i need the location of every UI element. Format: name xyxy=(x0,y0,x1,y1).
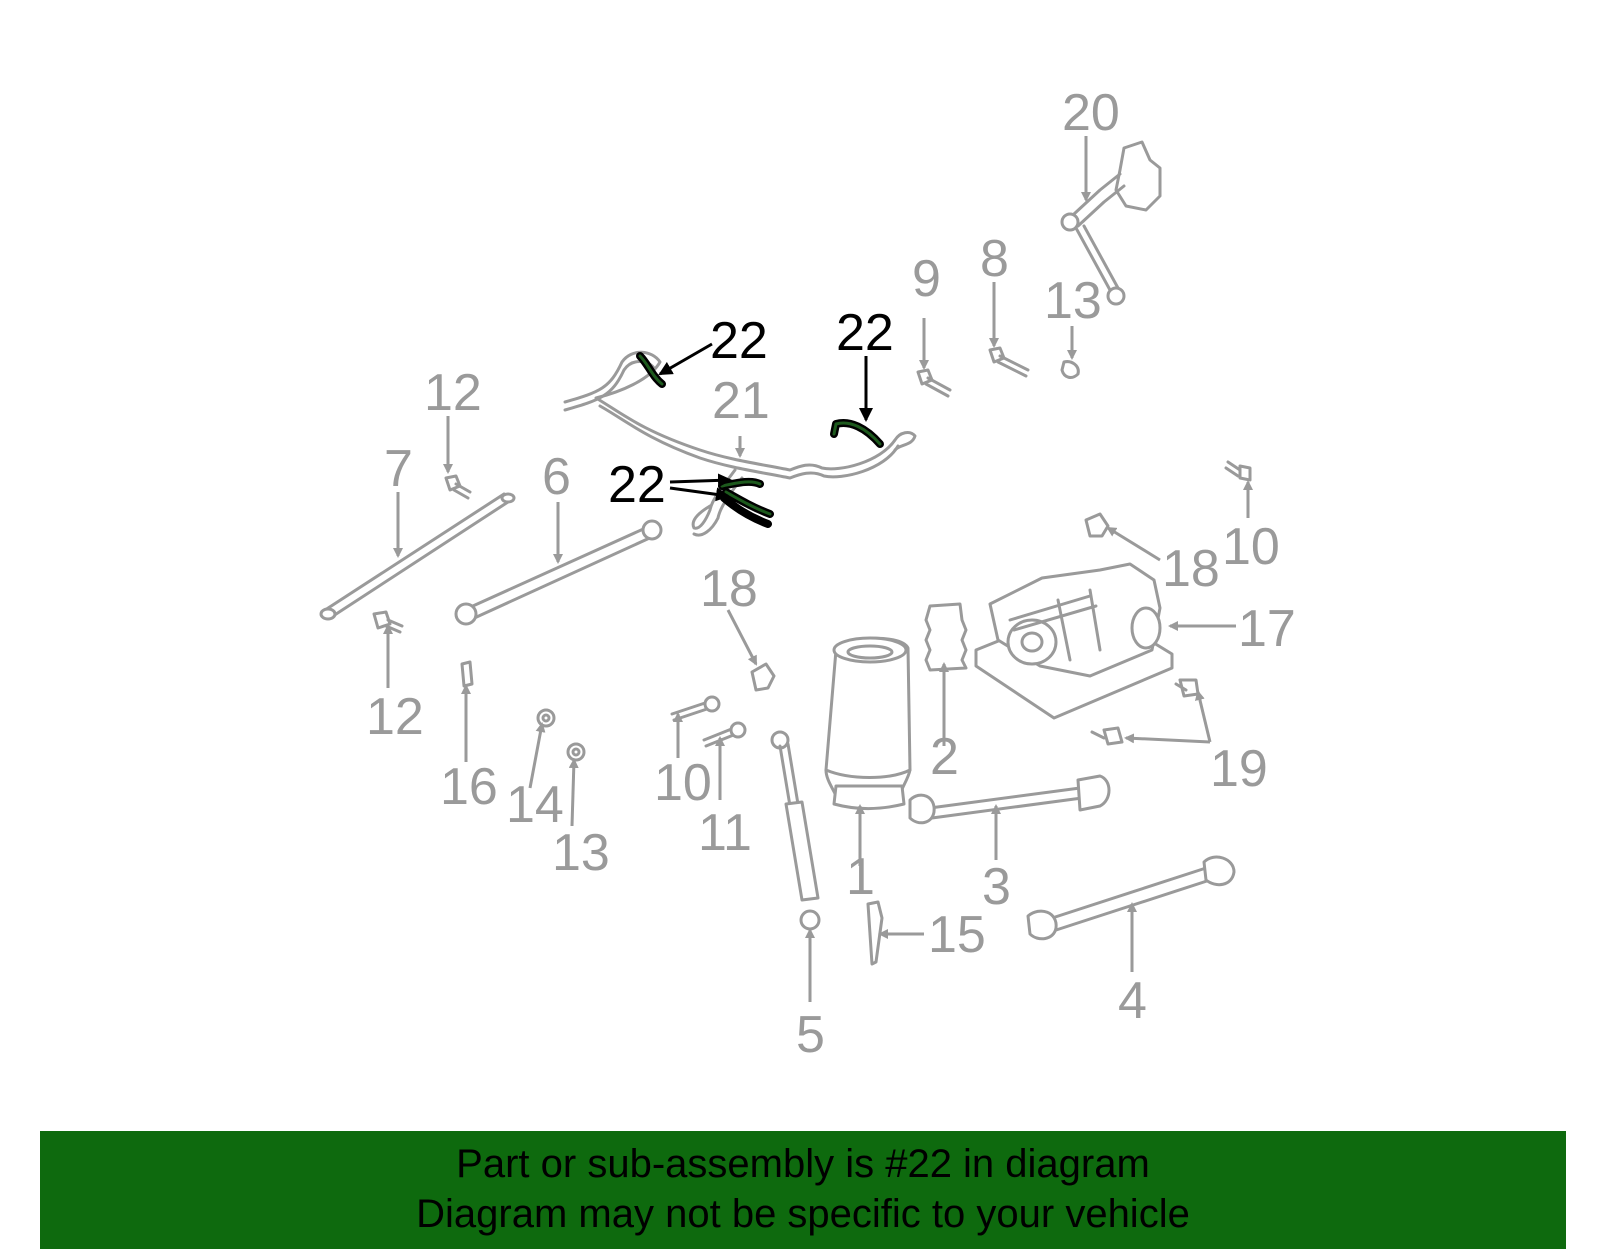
callout-18-upper: 18 xyxy=(1162,540,1220,598)
callout-17: 17 xyxy=(1238,600,1296,658)
callout-19: 19 xyxy=(1210,740,1268,798)
parts-diagram: 20 8 9 13 22 22 21 12 7 6 22 10 18 18 17… xyxy=(319,84,1296,1064)
clip-15 xyxy=(866,900,884,966)
callout-22-c[interactable]: 22 xyxy=(608,456,666,514)
callout-10-right: 10 xyxy=(1222,518,1280,576)
bolt-12-upper xyxy=(444,474,472,500)
highlight-leader-lines xyxy=(658,342,873,502)
air-compressor-17 xyxy=(974,562,1174,720)
height-sensor xyxy=(1060,140,1162,306)
callout-18-lower: 18 xyxy=(700,560,758,618)
callout-4: 4 xyxy=(1118,972,1147,1030)
bracket-16 xyxy=(460,660,474,688)
leader-lines xyxy=(383,136,1253,1002)
bolt-9 xyxy=(916,368,952,398)
nut-14 xyxy=(536,708,556,728)
callout-12-lower: 12 xyxy=(366,688,424,746)
stabilizer-link-7 xyxy=(319,492,516,621)
banner-line-part: Part or sub-assembly is #22 in diagram xyxy=(456,1142,1150,1186)
callout-22-b[interactable]: 22 xyxy=(836,304,894,362)
nut-13-lower xyxy=(566,742,586,762)
callout-3: 3 xyxy=(982,858,1011,916)
callout-2: 2 xyxy=(930,728,959,786)
upper-control-arm-3 xyxy=(908,774,1111,825)
bolt-11 xyxy=(702,721,747,748)
callout-22-a[interactable]: 22 xyxy=(710,312,768,370)
bumper-18-lower xyxy=(750,662,776,692)
callout-20: 20 xyxy=(1062,84,1120,142)
nut-13-upper xyxy=(1060,360,1080,379)
callout-9: 9 xyxy=(912,250,941,308)
lower-control-arm-4 xyxy=(1026,855,1236,941)
bolt-10-right xyxy=(1224,460,1252,482)
callout-numbers: 20 8 9 13 22 22 21 12 7 6 22 10 18 18 17… xyxy=(366,84,1296,1064)
callout-13-upper: 13 xyxy=(1044,272,1102,330)
callout-6: 6 xyxy=(542,448,571,506)
callout-21: 21 xyxy=(712,372,770,430)
shock-absorber-5 xyxy=(770,730,821,931)
callout-11: 11 xyxy=(698,804,752,862)
info-banner: Part or sub-assembly is #22 in diagram D… xyxy=(40,1131,1566,1249)
callout-15: 15 xyxy=(928,906,986,964)
bolt-8 xyxy=(988,346,1030,378)
callout-7: 7 xyxy=(384,440,413,498)
callout-13-lower: 13 xyxy=(552,824,610,882)
callout-10-lower: 10 xyxy=(654,754,712,812)
lateral-rod-6 xyxy=(454,519,663,626)
callout-14: 14 xyxy=(506,776,564,834)
air-spring-1 xyxy=(824,636,912,810)
banner-line-disclaimer: Diagram may not be specific to your vehi… xyxy=(416,1192,1190,1236)
callout-16: 16 xyxy=(440,758,498,816)
jounce-bumper-2 xyxy=(924,602,968,672)
callout-1: 1 xyxy=(846,848,875,906)
callout-5: 5 xyxy=(796,1006,825,1064)
bumper-18-upper xyxy=(1084,512,1110,538)
callout-12-upper: 12 xyxy=(424,364,482,422)
callout-8: 8 xyxy=(980,230,1009,288)
